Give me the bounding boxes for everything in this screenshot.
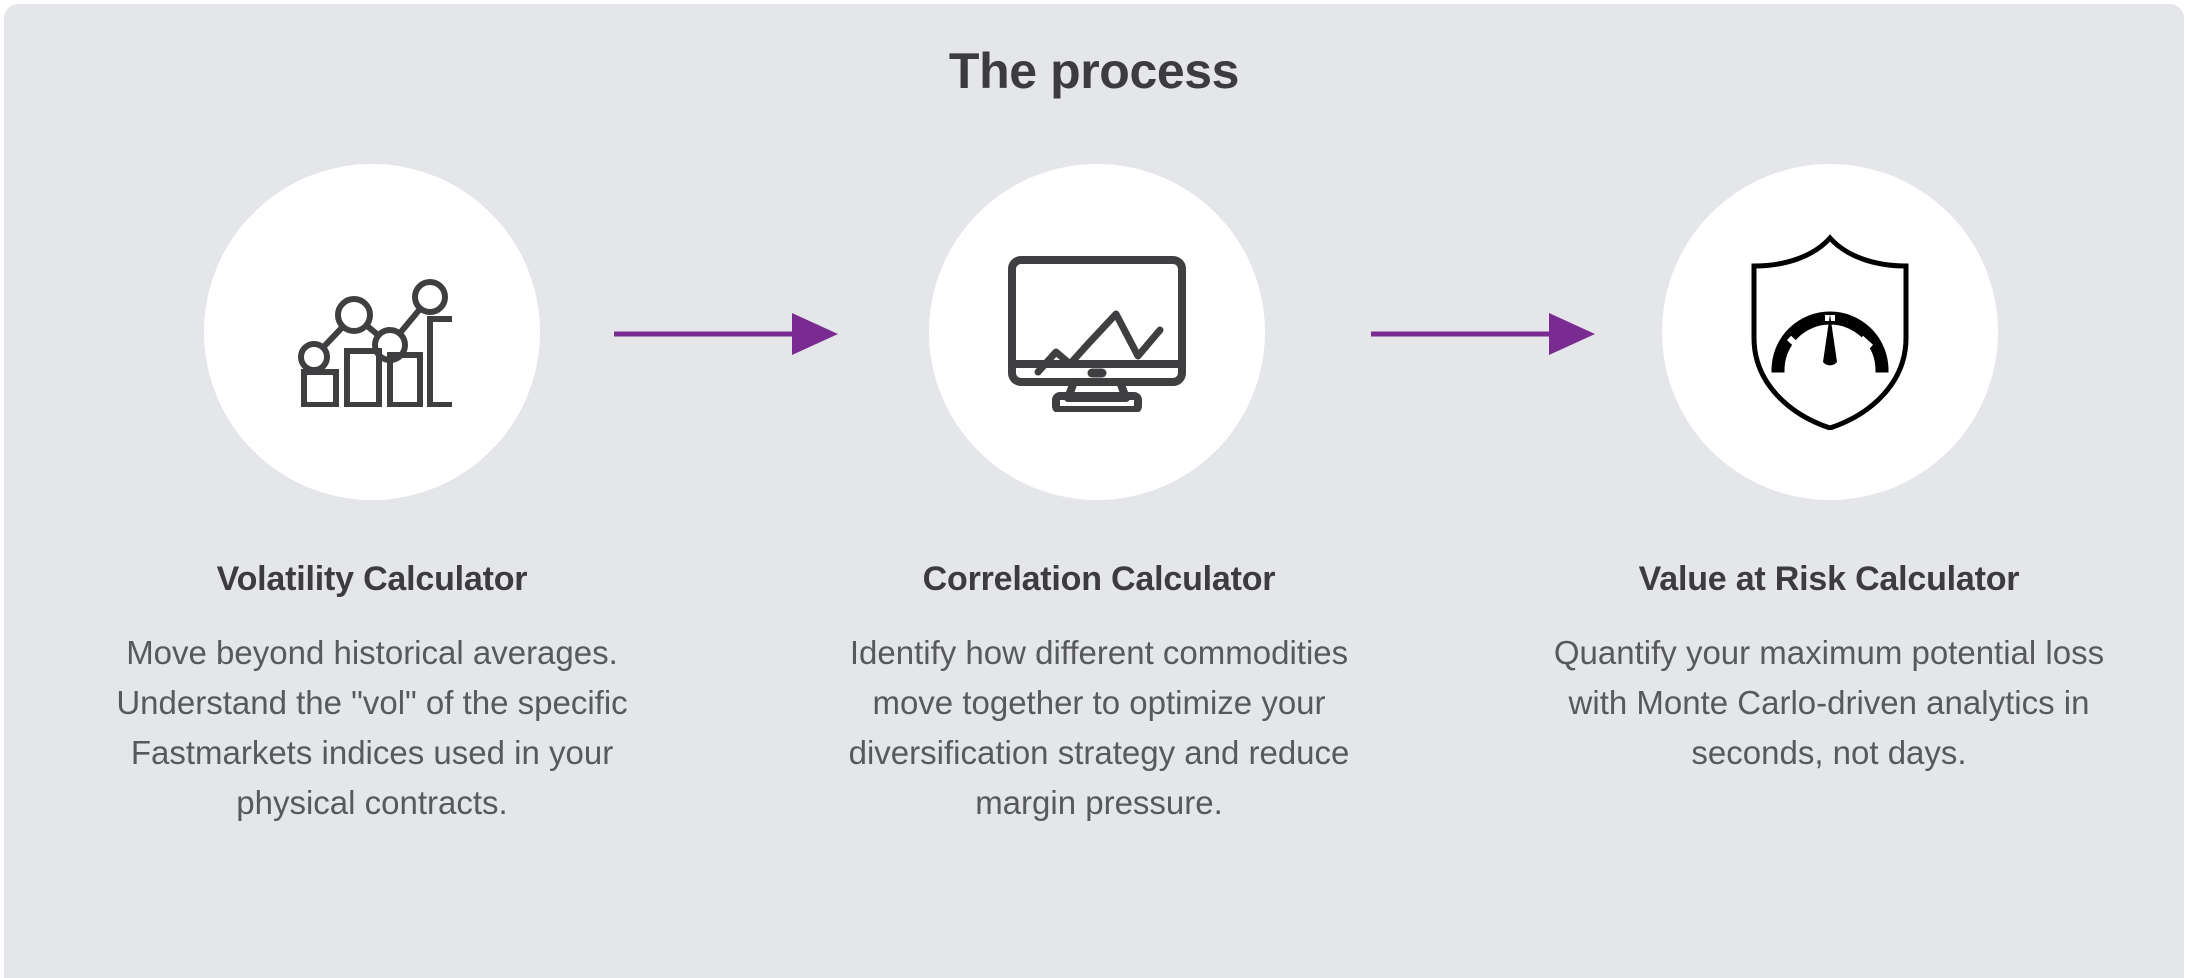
monitor-line-chart-icon [1004,252,1190,412]
process-text-row: Volatility Calculator Move beyond histor… [4,559,2184,939]
step-3-text-block: Value at Risk Calculator Quantify your m… [1549,559,2109,778]
step-1-icon-badge [204,164,540,500]
process-panel: The process [4,4,2184,978]
bar-chart-line-icon [292,257,452,407]
step-1-description: Move beyond historical averages. Underst… [116,633,628,822]
step-3-title: Value at Risk Calculator [1638,560,2020,598]
process-icon-row [4,164,2184,504]
shield-gauge-icon [1742,234,1918,430]
step-1-text-block: Volatility Calculator Move beyond histor… [92,559,652,828]
page-title: The process [948,43,1240,99]
step-2-text-block: Correlation Calculator Identify how diff… [819,559,1379,828]
step-2-title: Correlation Calculator [922,560,1276,598]
arrow-right-icon-2 [1369,310,1597,358]
step-3-icon-badge [1662,164,1998,500]
step-2-icon-badge [929,164,1265,500]
step-3-description: Quantify your maximum potential loss wit… [1553,633,2105,772]
step-2-description: Identify how different commodities move … [848,633,1350,822]
arrow-right-icon-1 [612,310,840,358]
step-1-title: Volatility Calculator [216,560,528,598]
